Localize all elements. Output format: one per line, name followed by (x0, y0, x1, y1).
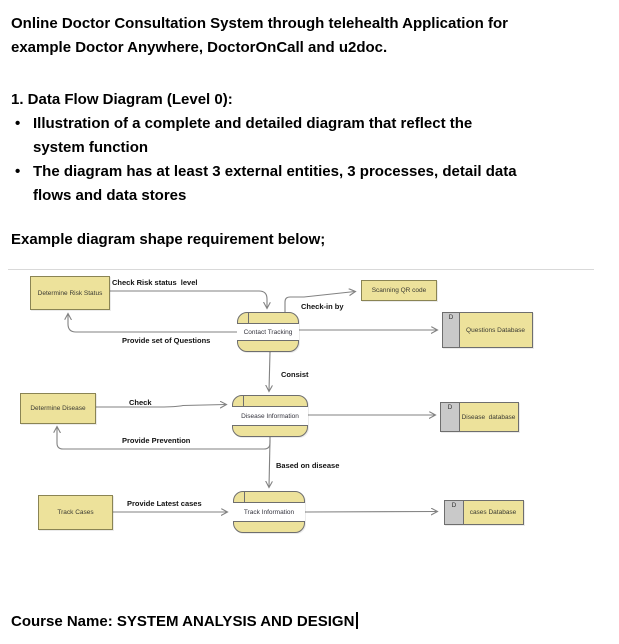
process-header-divider (248, 313, 249, 323)
datastore-disease-database: D Disease database (440, 402, 519, 432)
store-label: cases Database (469, 509, 517, 516)
list-item: Illustration of a complete and detailed … (11, 112, 603, 160)
flow-arrow-track-to-casesdb (304, 512, 437, 513)
course-name-text: Course Name: SYSTEM ANALYSIS AND DESIGN (11, 613, 355, 630)
document-text-block: Online Doctor Consultation System throug… (11, 12, 603, 252)
process-label: Disease Information (232, 406, 308, 426)
store-label: Disease database (461, 413, 516, 421)
entity-label: Scanning QR code (371, 287, 427, 294)
process-label: Contact Tracking (237, 323, 299, 341)
section-heading: 1. Data Flow Diagram (Level 0): (11, 91, 233, 108)
process-contact-tracking: Contact Tracking (237, 312, 299, 352)
flow-label-provide-prevention: Provide Prevention (122, 436, 191, 445)
flow-arrows-layer (0, 268, 619, 580)
flow-label-consist: Consist (281, 370, 309, 379)
flow-label-check-risk: Check Risk status level (112, 278, 198, 287)
text-cursor (356, 612, 358, 629)
process-header-divider (243, 396, 244, 406)
data-flow-diagram: Determine Risk Status Scanning QR code D… (0, 268, 619, 580)
example-caption: Example diagram shape requirement below; (11, 231, 326, 248)
datastore-cases-database: D cases Database (444, 500, 524, 525)
entity-label: Determine Risk Status (37, 289, 103, 297)
entity-determine-disease: Determine Disease (20, 393, 96, 424)
entity-scanning-qr-code: Scanning QR code (361, 280, 437, 301)
entity-determine-risk-status: Determine Risk Status (30, 276, 110, 310)
store-type-tag: D (445, 501, 464, 524)
flow-arrow-consist (269, 351, 270, 391)
entity-track-cases: Track Cases (38, 495, 113, 530)
store-label: Questions Database (466, 326, 525, 334)
entity-label: Track Cases (57, 509, 94, 516)
diagram-top-border (8, 269, 594, 270)
flow-arrow-provide-questions (68, 314, 237, 333)
list-item: The diagram has at least 3 external enti… (11, 160, 603, 208)
flow-label-provide-latest: Provide Latest cases (127, 499, 202, 508)
flow-arrow-check-risk (110, 290, 267, 308)
process-header-divider (244, 492, 245, 502)
datastore-questions-database: D Questions Database (442, 312, 533, 348)
process-disease-information: Disease Information (232, 395, 308, 437)
process-label: Track Information (233, 502, 305, 522)
flow-arrow-check-in (284, 292, 355, 312)
course-name-line: Course Name: SYSTEM ANALYSIS AND DESIGN (11, 611, 358, 633)
requirements-list: Illustration of a complete and detailed … (11, 112, 603, 208)
entity-label: Determine Disease (30, 405, 86, 412)
intro-paragraph: Online Doctor Consultation System throug… (11, 15, 508, 56)
flow-arrow-based-on (269, 439, 270, 487)
flow-label-provide-questions: Provide set of Questions (122, 336, 211, 345)
flow-label-check: Check (129, 398, 152, 407)
flow-label-based-on: Based on disease (276, 461, 340, 470)
store-type-tag: D (441, 403, 460, 431)
store-type-tag: D (443, 313, 460, 347)
flow-arrow-check (96, 405, 226, 408)
process-track-information: Track Information (233, 491, 305, 533)
flow-label-check-in: Check-in by (301, 302, 344, 311)
